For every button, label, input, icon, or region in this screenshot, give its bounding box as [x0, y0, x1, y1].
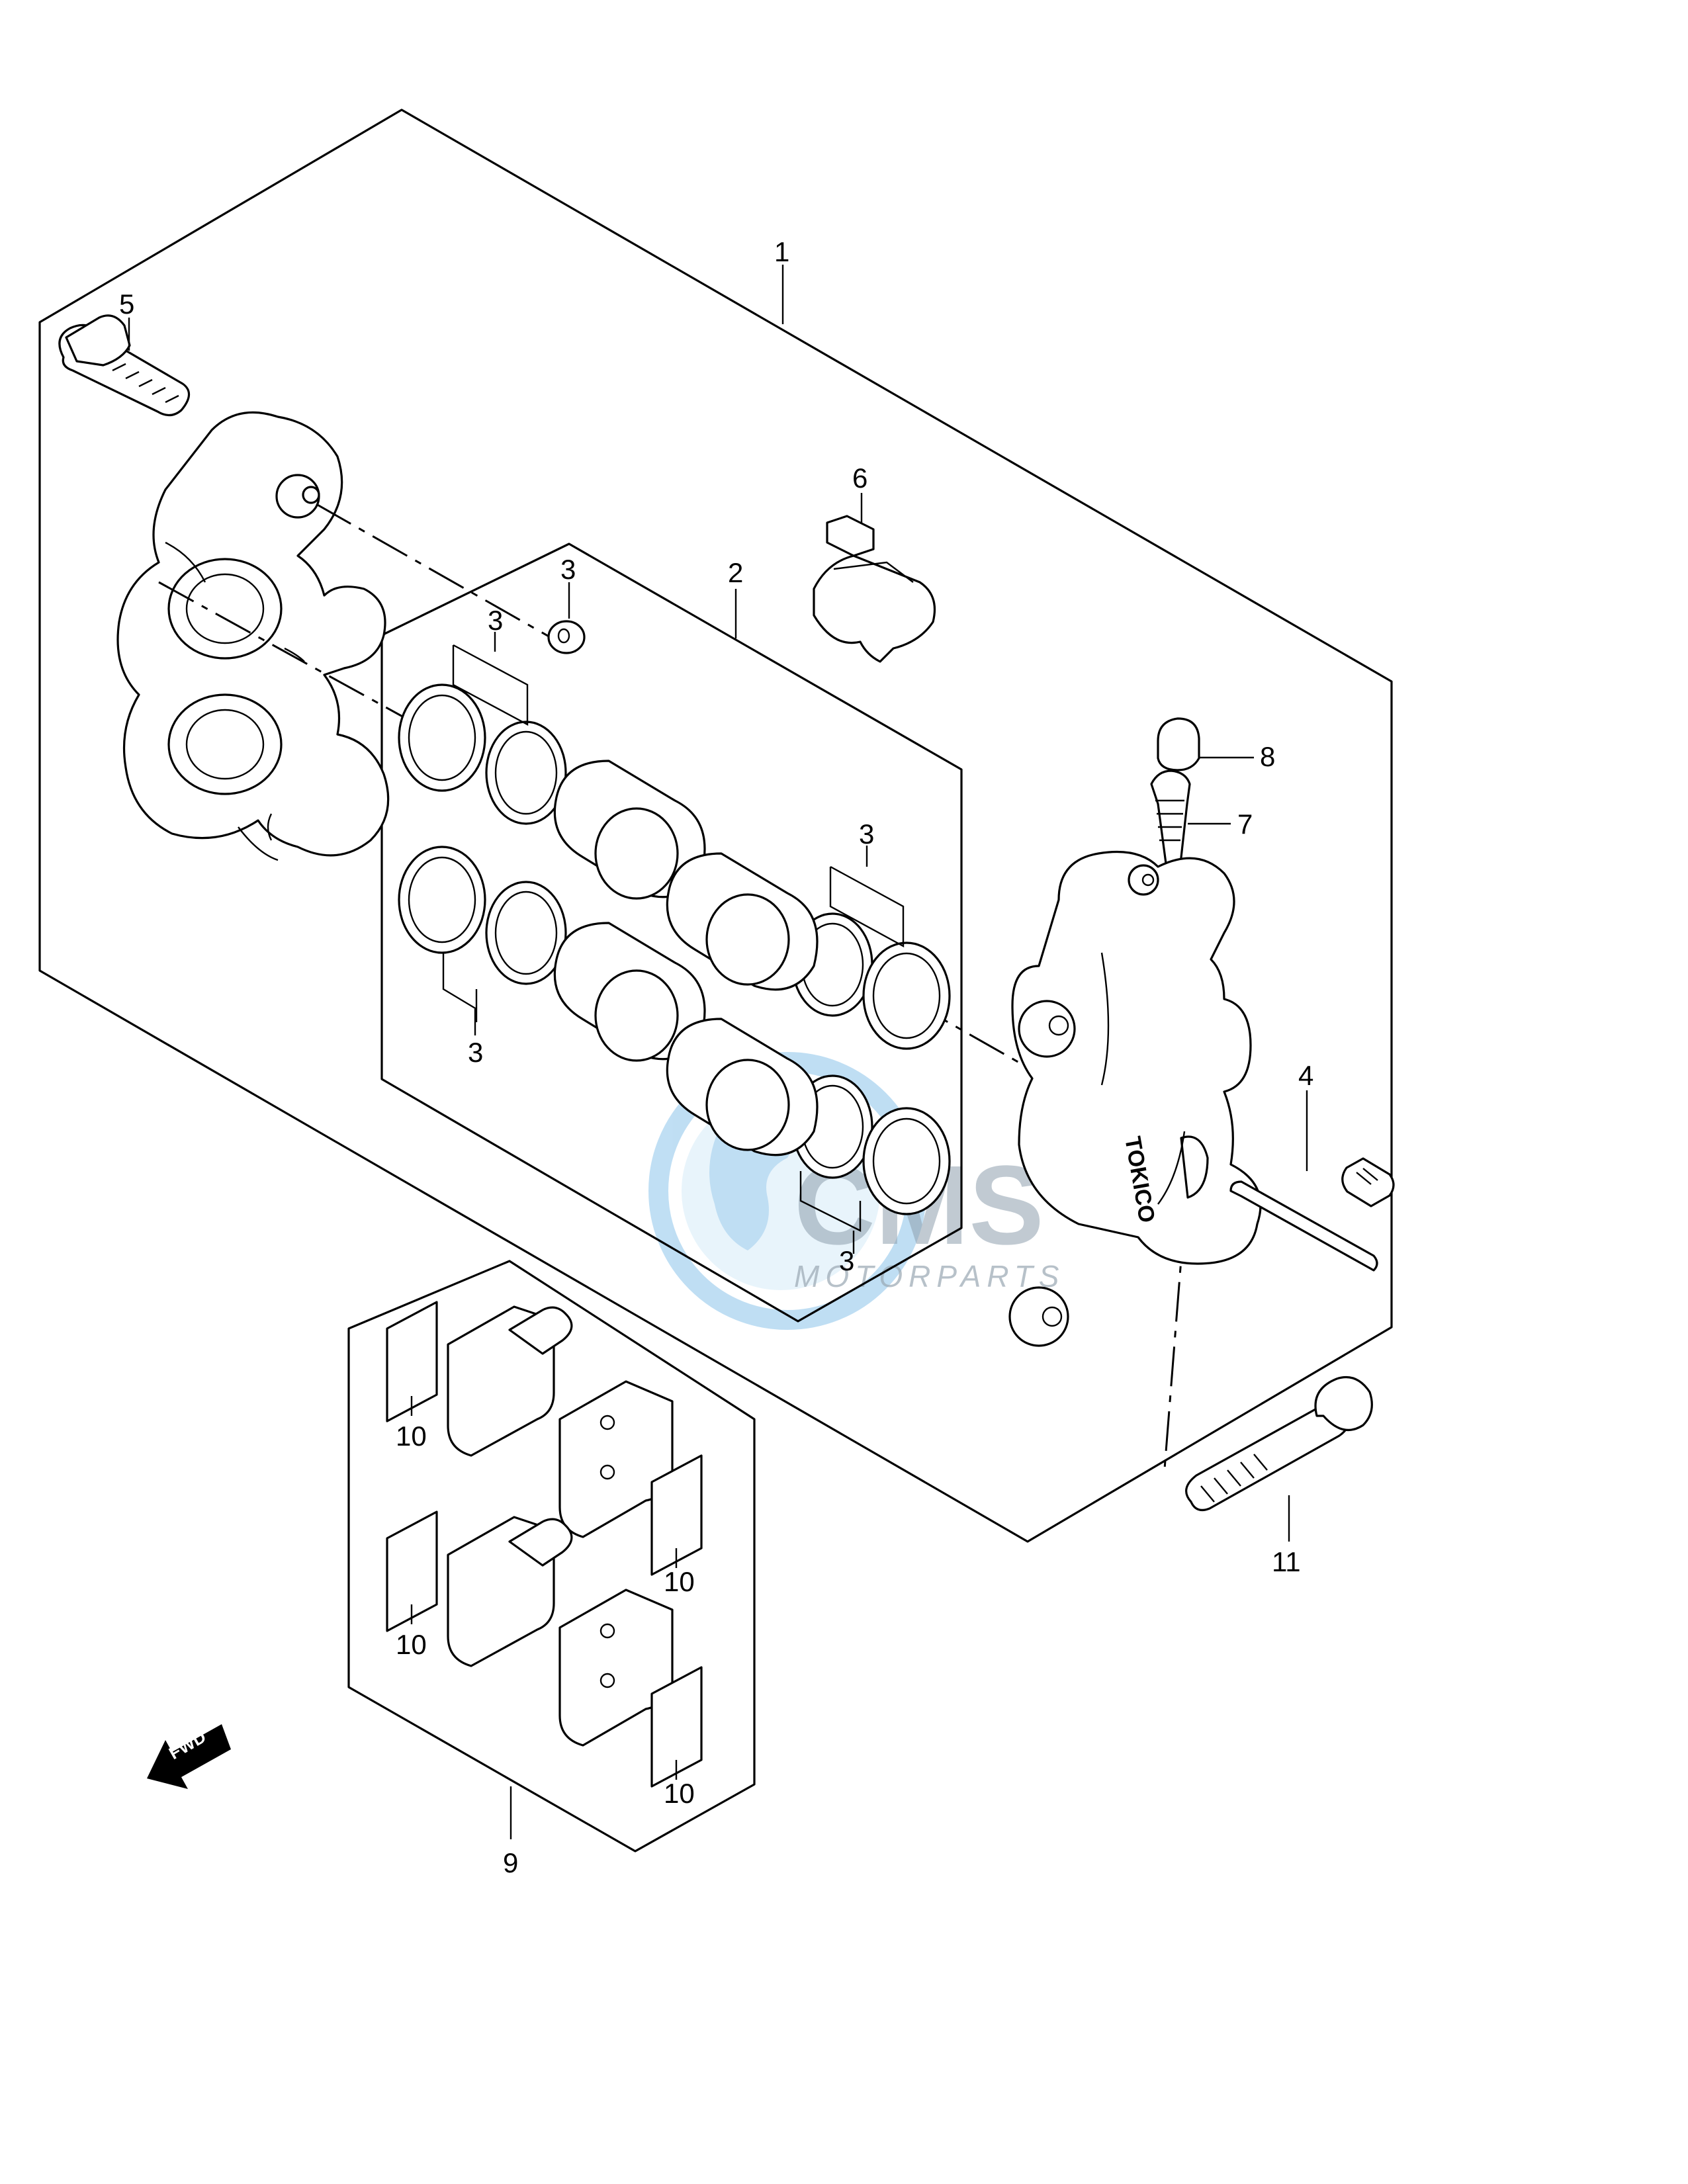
long-bolt-11 — [1185, 1376, 1373, 1511]
bracket-3-bottom — [442, 953, 478, 1022]
pad-shims-10 — [386, 1301, 703, 1788]
callout-3-right: 3 — [859, 818, 874, 850]
callout-labels: 1 2 3 3 3 3 3 4 5 6 7 8 9 10 10 10 10 11 — [119, 236, 1313, 1878]
callout-5: 5 — [119, 288, 134, 320]
callout-7: 7 — [1237, 808, 1253, 840]
pistons — [553, 760, 819, 1157]
bleeder-valve-7 — [1150, 769, 1191, 871]
callout-8: 8 — [1260, 741, 1275, 772]
leader-lines — [128, 265, 1308, 1839]
centerline-left-2 — [158, 581, 406, 719]
callout-3-lower-right: 3 — [839, 1245, 854, 1276]
callout-10-c: 10 — [396, 1629, 427, 1660]
callout-3-top: 3 — [560, 554, 576, 585]
callout-6: 6 — [852, 462, 867, 494]
centerline-bolt-11 — [1163, 1217, 1186, 1469]
pad-spring-6 — [813, 515, 936, 663]
pad-pin-4 — [1229, 1157, 1395, 1272]
bracket-3-right — [829, 865, 905, 948]
callout-4: 4 — [1298, 1060, 1313, 1091]
callout-10-a: 10 — [396, 1420, 427, 1452]
mounting-bolt-5 — [58, 314, 191, 417]
seal-kit-box-2 — [380, 543, 963, 1323]
callout-9: 9 — [503, 1847, 518, 1878]
pad-set-box-9 — [347, 1260, 756, 1853]
centerline-left — [316, 503, 576, 653]
caliper-half-right: TOKICO — [1008, 850, 1262, 1347]
callout-10-b: 10 — [664, 1566, 695, 1597]
piston-seals — [398, 683, 951, 1215]
watermark-subtitle: MOTORPARTS — [794, 1259, 1065, 1293]
callout-1: 1 — [774, 236, 789, 267]
bleeder-cap-8 — [1157, 717, 1200, 771]
callout-2: 2 — [728, 557, 743, 588]
bracket-3-lower-right — [799, 1171, 862, 1232]
bracket-3-top — [452, 644, 529, 726]
seal-washer-3 — [547, 620, 586, 654]
brake-pads — [447, 1305, 674, 1747]
assembly-box-1 — [38, 109, 1393, 1543]
callout-3-bottom: 3 — [468, 1037, 483, 1068]
fwd-arrow-icon: FWD — [147, 1724, 231, 1789]
callout-3-left: 3 — [488, 605, 503, 636]
caliper-half-left — [116, 411, 390, 861]
callout-10-d: 10 — [664, 1778, 695, 1809]
callout-11: 11 — [1272, 1546, 1301, 1577]
